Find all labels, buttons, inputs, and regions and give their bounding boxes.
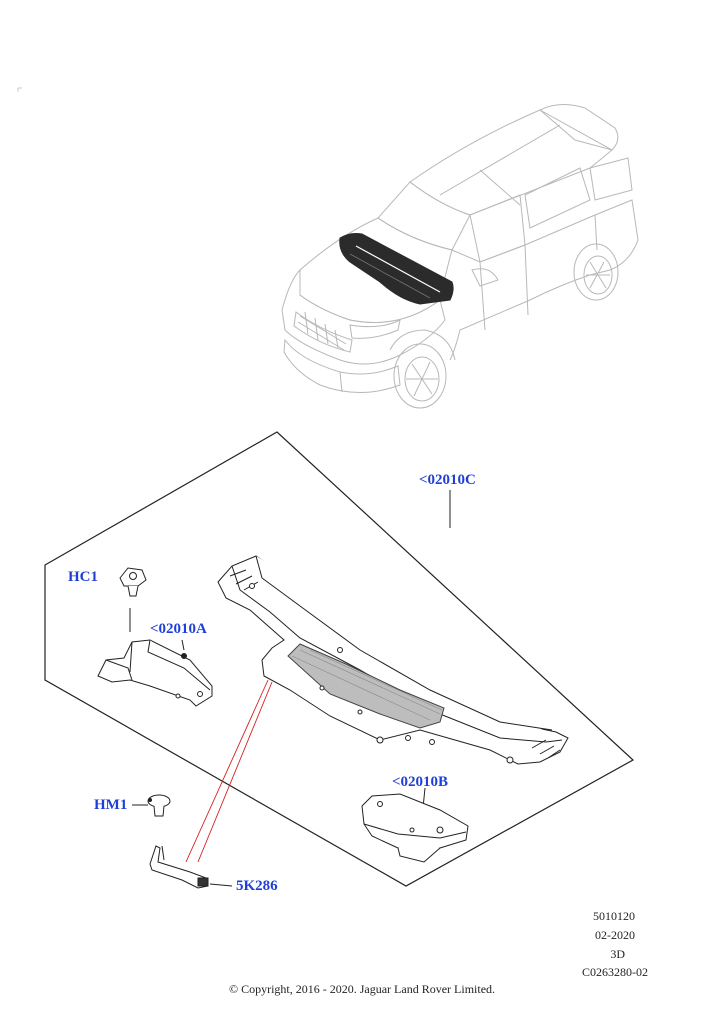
exploded-view-outline [44,431,635,887]
cowl-02010c [217,555,569,765]
bracket-5k286 [149,845,209,889]
leader-lines [129,490,451,887]
callout-5k286[interactable]: 5K286 [236,878,278,894]
callout-02010b[interactable]: <02010B [392,774,449,790]
reference-code-2: C0263280-02 [582,965,648,979]
red-leader-lines [185,679,273,863]
callout-02010c[interactable]: <02010C [419,472,476,488]
copyright-notice: © Copyright, 2016 - 2020. Jaguar Land Ro… [228,982,496,996]
fastener-hm1 [147,794,171,817]
callout-02010a[interactable]: <02010A [150,621,207,637]
panel-02010a [97,639,213,707]
reference-code-1: 5010120 [593,909,635,923]
grille-mesh [287,643,445,729]
panel-02010b [361,793,469,863]
callout-hm1[interactable]: HM1 [94,797,128,813]
reference-view: 3D [610,947,625,961]
vehicle-illustration [281,104,639,409]
reference-date: 02-2020 [595,928,635,942]
callout-hc1[interactable]: HC1 [68,569,98,585]
clip-hc1 [119,567,147,597]
corner-mark [17,87,22,92]
